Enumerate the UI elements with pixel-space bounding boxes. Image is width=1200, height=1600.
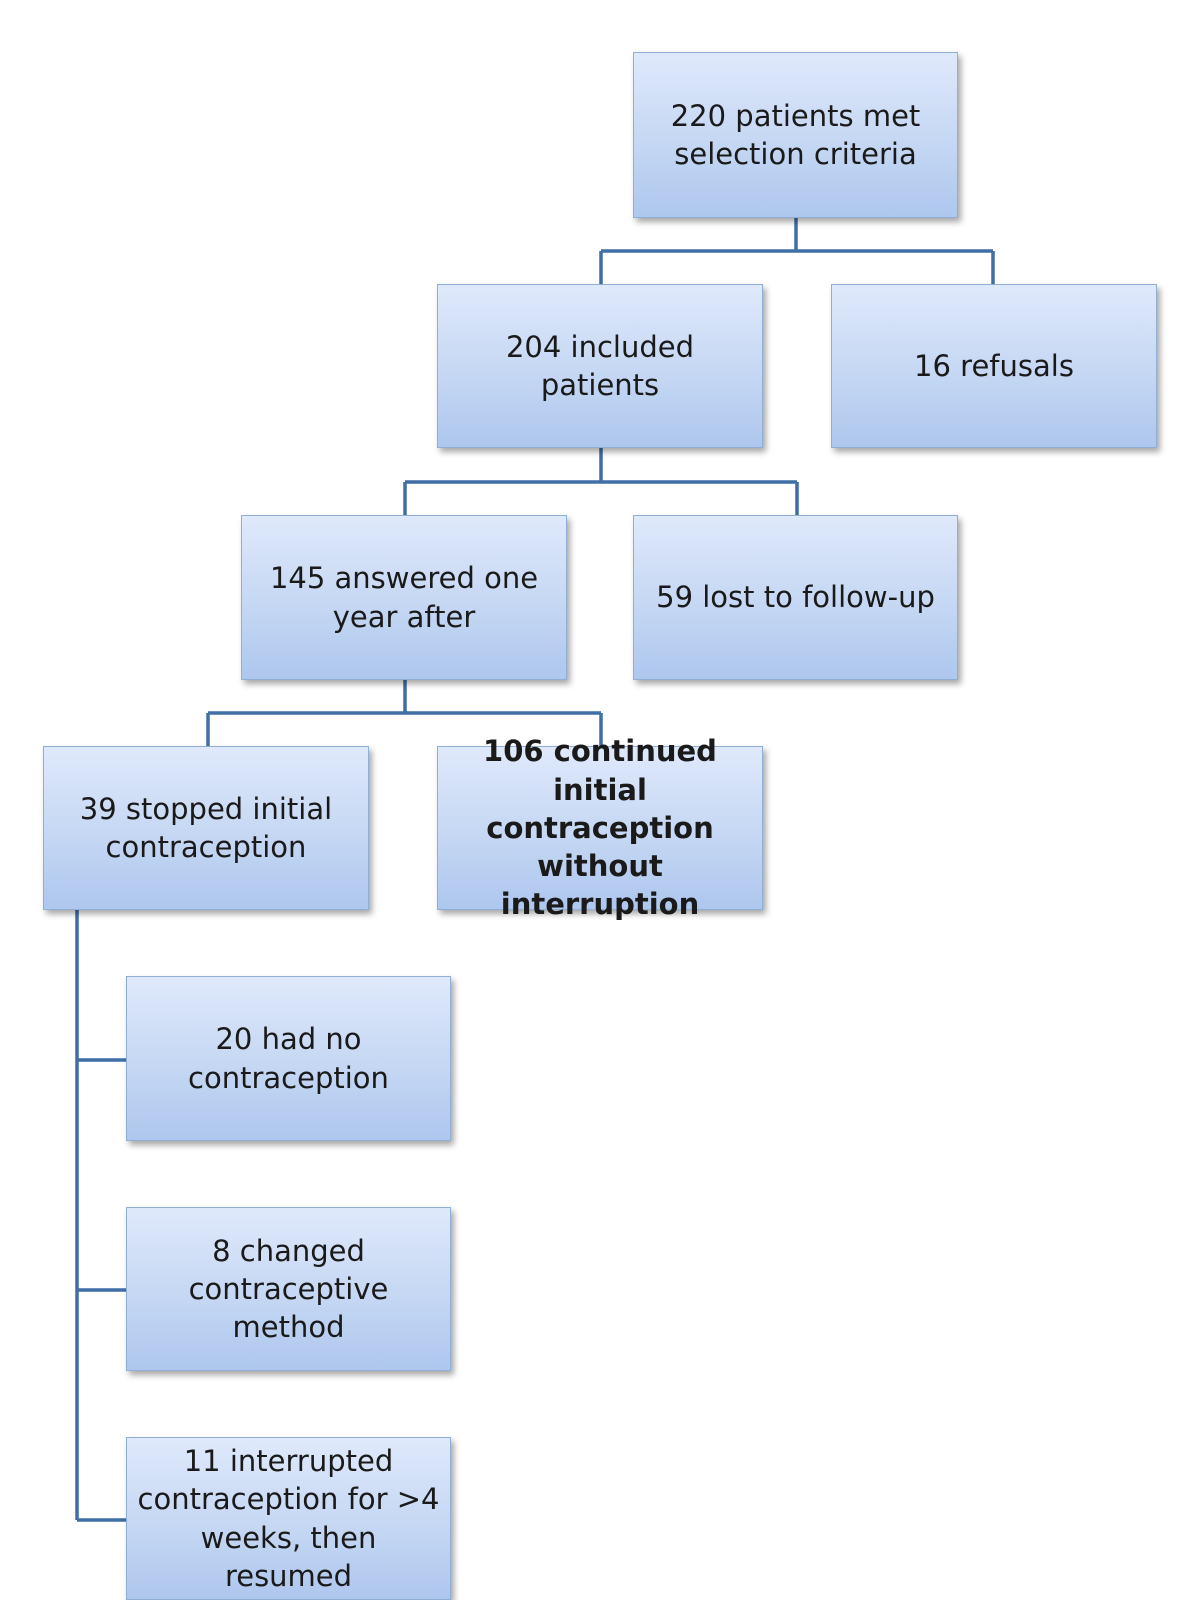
node-refusals: 16 refusals: [831, 284, 1157, 448]
node-lost-to-follow-up: 59 lost to follow-up: [633, 515, 958, 680]
node-interrupted-resumed: 11 interrupted contraception for >4 week…: [126, 1437, 451, 1600]
node-selection-criteria: 220 patients met selection criteria: [633, 52, 958, 218]
node-answered-one-year: 145 answered one year after: [241, 515, 567, 680]
node-stopped-initial: 39 stopped initial contraception: [43, 746, 369, 910]
node-no-contraception: 20 had no contraception: [126, 976, 451, 1141]
node-no-contraception-label: 20 had no contraception: [188, 1022, 389, 1095]
node-answered-one-year-label: 145 answered one year after: [269, 561, 539, 634]
node-changed-method: 8 changed contraceptive method: [126, 1207, 451, 1371]
connector-stopped-bracket: [75, 910, 126, 1522]
node-refusals-label: 16 refusals: [914, 348, 1074, 383]
connector-included-split: [403, 448, 799, 515]
node-included-patients: 204 included patients: [437, 284, 763, 448]
node-lost-to-follow-up-label: 59 lost to follow-up: [656, 580, 935, 615]
connector-answered-split: [206, 680, 603, 746]
node-changed-method-label: 8 changed contraceptive method: [188, 1233, 389, 1345]
node-included-patients-label: 204 included patients: [505, 329, 695, 402]
node-selection-criteria-label: 220 patients met selection criteria: [670, 98, 921, 171]
node-continued-initial: 106 continued initial contraception with…: [437, 734, 763, 921]
connector-root-split: [599, 218, 995, 284]
node-continued-initial-label: 106 continued initial contraception with…: [483, 734, 717, 922]
node-interrupted-resumed-label: 11 interrupted contraception for >4 week…: [137, 1443, 440, 1593]
node-stopped-initial-label: 39 stopped initial contraception: [79, 791, 333, 864]
